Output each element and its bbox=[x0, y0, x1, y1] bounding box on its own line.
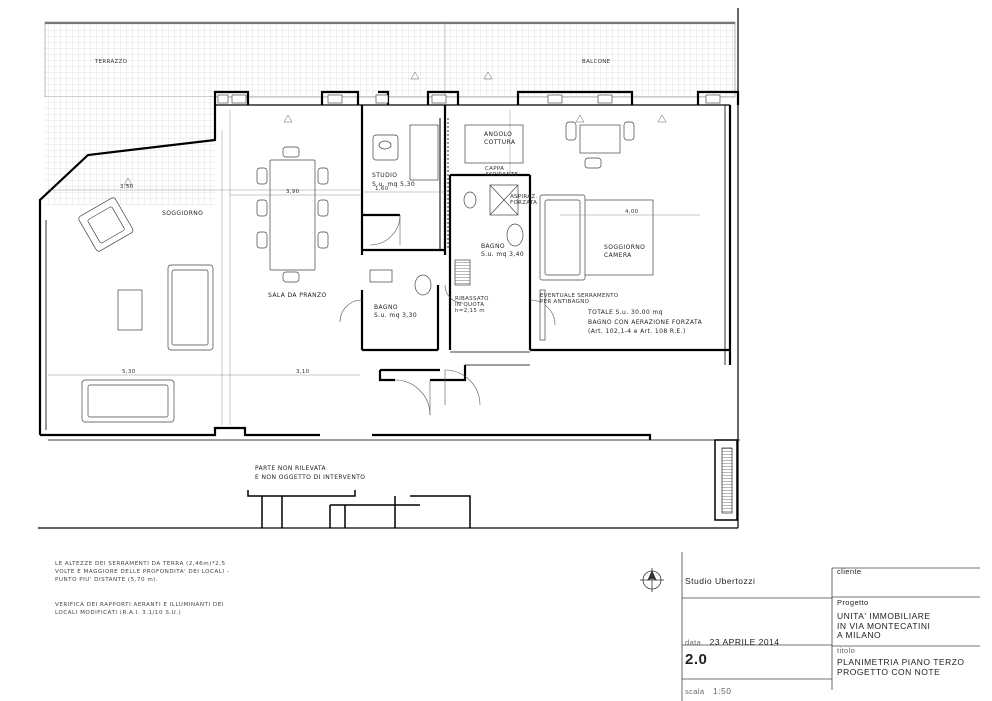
window-markers bbox=[123, 71, 667, 186]
tb-scala-value: 1:50 bbox=[712, 686, 732, 696]
living-furniture bbox=[78, 197, 214, 423]
note-line-5: LOCALI MODIFICATI (R.A.I. 3.1/10 S.U.) bbox=[55, 610, 182, 616]
tb-titolo-text: PLANIMETRIA PIANO TERZO PROGETTO CON NOT… bbox=[837, 657, 965, 677]
compass-icon bbox=[640, 568, 664, 592]
label-soggiorno: SOGGIORNO bbox=[162, 210, 203, 217]
label-bagno-2: BAGNO bbox=[481, 243, 505, 250]
terrace-tiles bbox=[44, 21, 736, 98]
label-sala-pranzo: SALA DA PRANZO bbox=[268, 292, 327, 299]
label-ribassato-2: IN QUOTA bbox=[455, 302, 484, 308]
dim-390: 3,90 bbox=[286, 189, 300, 195]
note-line-1: LE ALTEZZE DEI SERRAMENTI DA TERRA (2,46… bbox=[55, 561, 226, 567]
label-eventuale-2: PER ANTIBAGNO bbox=[540, 299, 590, 305]
notes-block-1: LE ALTEZZE DEI SERRAMENTI DA TERRA (2,46… bbox=[55, 560, 229, 584]
tb-data-value: 23 APRILE 2014 bbox=[709, 637, 780, 647]
label-ribassato-1: RIBASSATO bbox=[455, 296, 489, 302]
apartment-furniture bbox=[464, 121, 654, 341]
room-labels: TERRAZZO BALCONE SOGGIORNO SALA DA PRANZ… bbox=[94, 59, 703, 481]
tb-data-label: data bbox=[685, 638, 702, 647]
tb-scala: scala 1:50 bbox=[685, 681, 732, 699]
label-terrazzo: TERRAZZO bbox=[94, 59, 128, 65]
label-non-rilevata-1: PARTE NON RILEVATA bbox=[255, 465, 326, 472]
label-studio: STUDIO bbox=[372, 172, 397, 179]
dimension-labels: 3,50 3,90 5,30 3,10 1,60 4,00 bbox=[120, 184, 639, 375]
lower-area bbox=[247, 490, 471, 528]
label-totale: TOTALE S.u. 30,00 mq bbox=[587, 309, 663, 316]
tb-titolo-1: PLANIMETRIA PIANO TERZO bbox=[837, 657, 965, 667]
label-non-rilevata-2: E NON OGGETTO DI INTERVENTO bbox=[255, 474, 365, 481]
tb-progetto-label: Progetto bbox=[837, 598, 869, 607]
walls bbox=[38, 90, 740, 521]
label-eventuale-1: EVENTUALE SERRAMENTO bbox=[540, 293, 619, 299]
label-balcone: BALCONE bbox=[582, 59, 611, 65]
label-angolo: ANGOLO bbox=[484, 131, 512, 138]
dim-400: 4,00 bbox=[625, 209, 639, 215]
tb-data: data 23 APRILE 2014 bbox=[685, 632, 780, 650]
bathroom-fixtures bbox=[369, 124, 524, 296]
tb-titolo-label: titolo bbox=[837, 646, 856, 655]
label-soggiorno-camera-2: CAMERA bbox=[604, 252, 632, 259]
dim-160: 1,60 bbox=[375, 186, 389, 192]
note-line-2: VOLTE E MAGGIORE DELLE PROFONDITA' DEI L… bbox=[55, 569, 230, 575]
tb-scala-label: scala bbox=[685, 687, 705, 696]
dining-table bbox=[256, 146, 329, 283]
dim-350: 3,50 bbox=[120, 184, 134, 190]
windows bbox=[217, 94, 721, 104]
tb-progetto-text: UNITA' IMMOBILIARE IN VIA MONTECATINI A … bbox=[837, 611, 931, 641]
tb-progetto-3: A MILANO bbox=[837, 630, 882, 640]
label-bagno-2-area: S.u. mq 3,40 bbox=[481, 251, 524, 258]
label-aerazione-1: BAGNO CON AERAZIONE FORZATA bbox=[588, 319, 703, 326]
tb-studio: Studio Ubertozzi bbox=[685, 576, 756, 586]
label-cottura: COTTURA bbox=[484, 139, 516, 146]
tb-cliente-label: cliente bbox=[837, 567, 862, 576]
label-bagno-1: BAGNO bbox=[374, 304, 398, 311]
terrace-edge bbox=[45, 22, 735, 24]
note-line-3: PUNTO PIU' DISTANTE (5,70 m). bbox=[55, 577, 159, 583]
tb-titolo-2: PROGETTO CON NOTE bbox=[837, 666, 941, 677]
label-cappa-2: ASPIRANTE bbox=[485, 172, 518, 178]
label-studio-area: S.u. mq 5,30 bbox=[372, 181, 415, 188]
notes-block-2: VERIFICA DEI RAPPORTI AERANTI E ILLUMINA… bbox=[55, 601, 224, 617]
dim-530: 5,30 bbox=[122, 369, 136, 375]
label-cappa-1: CAPPA bbox=[485, 166, 504, 172]
note-line-4: VERIFICA DEI RAPPORTI AERANTI E ILLUMINA… bbox=[55, 602, 224, 608]
label-ribassato-3: h=2,15 m bbox=[455, 308, 485, 314]
titleblock-lines bbox=[681, 552, 980, 701]
tb-progetto-2: IN VIA MONTECATINI bbox=[837, 620, 931, 631]
terrace-wedge bbox=[40, 97, 215, 205]
dim-310: 3,10 bbox=[296, 369, 310, 375]
dimension-lines bbox=[48, 110, 700, 425]
label-soggiorno-camera-1: SOGGIORNO bbox=[604, 244, 645, 251]
door-swings bbox=[339, 214, 556, 416]
label-bagno-1-area: S.u. mq 3,30 bbox=[374, 312, 417, 319]
label-aspiraz-2: FORZATA bbox=[510, 200, 537, 206]
tb-progetto-1: UNITA' IMMOBILIARE bbox=[837, 611, 931, 621]
label-aspiraz-1: ASPIRAZ. bbox=[510, 194, 537, 200]
tb-number: 2.0 bbox=[685, 651, 708, 668]
label-aerazione-2: (Art. 102,1-4 e Art. 108 R.E.) bbox=[588, 328, 686, 335]
